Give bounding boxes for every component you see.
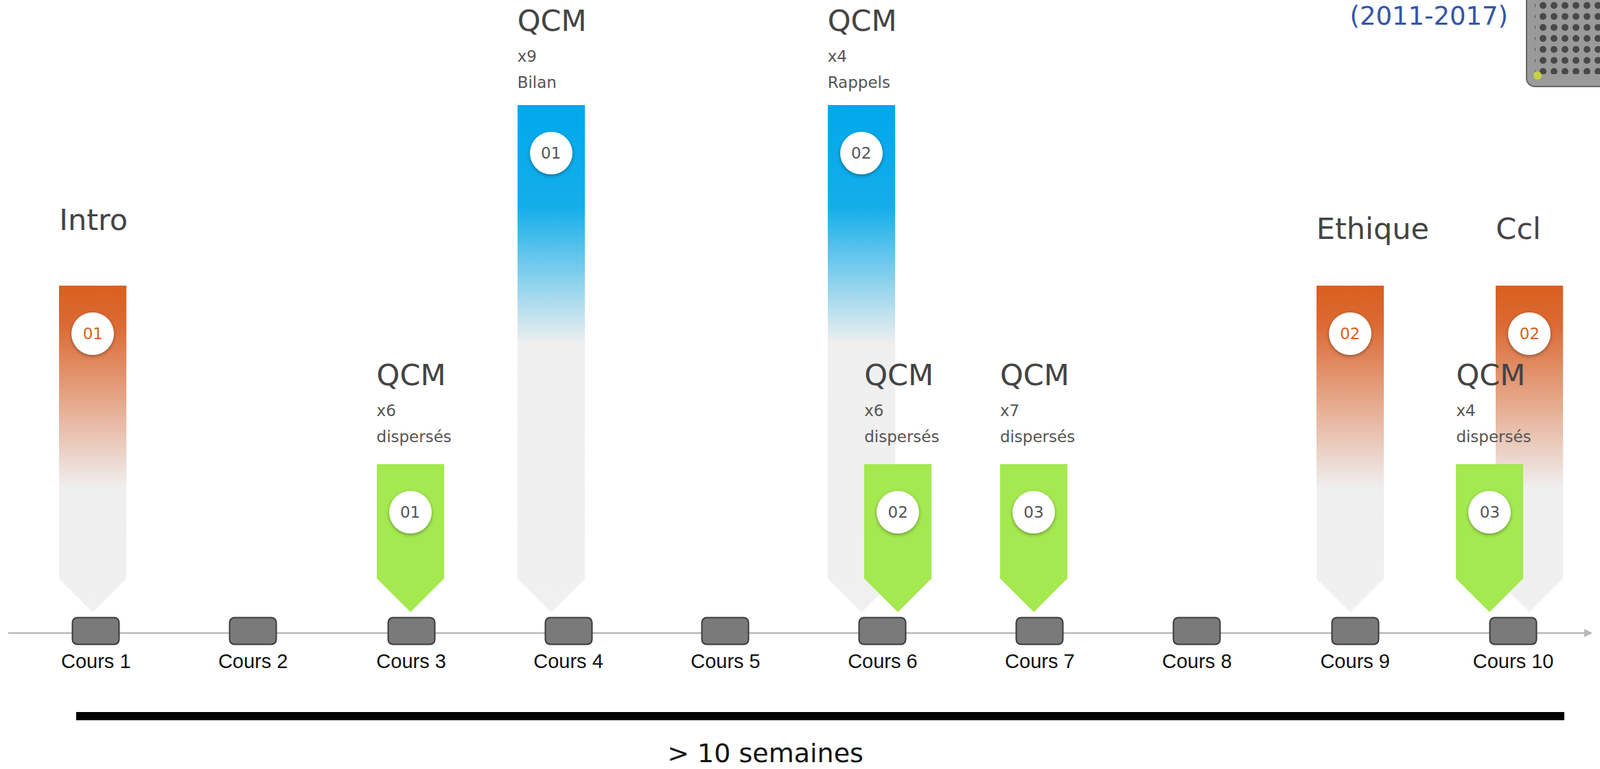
course-marker <box>700 616 750 646</box>
session-banner: Ethique02 <box>1316 207 1384 613</box>
course-box: Cours 1 <box>71 616 121 646</box>
banner-note: x4 <box>827 45 848 67</box>
callout-number: 03 <box>1023 503 1044 521</box>
course-box: Cours 7 <box>1015 616 1064 646</box>
banner-body <box>1000 464 1068 613</box>
banner-body <box>517 105 585 613</box>
course-label: Cours 5 <box>690 647 761 675</box>
banner-note: dispersés <box>1455 426 1531 447</box>
course-label: Cours 9 <box>1319 647 1390 675</box>
banner-note: dispersés <box>376 426 452 447</box>
number-circle: 02 <box>840 131 883 175</box>
course-marker <box>1330 616 1380 646</box>
course-box: Cours 4 <box>544 616 594 646</box>
course-label: Cours 3 <box>376 647 447 675</box>
banner-body <box>1455 464 1524 613</box>
course-marker <box>387 616 436 646</box>
banner-shape <box>1455 464 1524 613</box>
banner-note: x4 <box>1455 400 1476 421</box>
callout-number: 03 <box>1479 503 1500 521</box>
banner-heading: QCM <box>1455 357 1526 392</box>
course-marker <box>858 616 907 646</box>
banner-note: dispersés <box>864 426 939 447</box>
date-range: (2011-2017) <box>1349 1 1509 32</box>
course-box: Cours 6 <box>858 616 907 646</box>
banner-heading: QCM <box>376 357 447 392</box>
callout-number: 02 <box>1519 324 1540 343</box>
duration-bar <box>76 711 1565 721</box>
session-banner: QCM x9Bilan 01 <box>517 0 585 613</box>
course-marker <box>1172 616 1222 646</box>
number-circle: 02 <box>1328 312 1372 355</box>
number-circle: 01 <box>389 490 432 534</box>
course-box: Cours 8 <box>1172 616 1222 646</box>
callout-number: 01 <box>400 503 421 521</box>
banner-shape <box>376 464 445 613</box>
callout-number: 01 <box>83 324 103 343</box>
duration-label: > 10 semaines <box>667 737 864 769</box>
clicker-photo <box>1526 0 1600 87</box>
session-banner: QCMx4dispersés03 <box>1455 354 1524 613</box>
number-circle: 01 <box>529 131 573 175</box>
course-label: Cours 7 <box>1004 647 1075 675</box>
callout-number: 02 <box>851 144 872 162</box>
number-circle: 03 <box>1012 490 1055 534</box>
course-label: Cours 10 <box>1473 647 1555 675</box>
banner-note: x6 <box>376 400 397 421</box>
course-label: Cours 4 <box>533 647 604 675</box>
banner-note: Bilan <box>517 72 557 93</box>
session-banner: Intro 01 <box>59 199 127 613</box>
course-marker <box>1488 616 1538 646</box>
callout-number: 02 <box>1339 324 1360 343</box>
course-box: Cours 5 <box>700 616 750 646</box>
callout-number: 02 <box>888 503 909 521</box>
banner-body <box>376 464 445 613</box>
banner-body <box>864 464 932 613</box>
course-marker <box>1015 616 1064 646</box>
course-label: Cours 2 <box>218 647 289 675</box>
banner-heading: Ccl <box>1495 211 1541 246</box>
banner-note: x9 <box>517 45 537 67</box>
course-box: Cours 2 <box>228 616 278 646</box>
course-label: Cours 8 <box>1162 647 1233 675</box>
callout-number: 01 <box>540 144 561 162</box>
banner-note: x6 <box>864 400 884 421</box>
session-banner: QCMx7dispersés03 <box>1000 354 1068 613</box>
course-marker <box>71 616 121 646</box>
session-banner: QCMx6dispersés02 <box>864 354 932 613</box>
course-box: Cours 3 <box>387 616 436 646</box>
banner-shape <box>517 105 585 613</box>
banner-heading: QCM <box>864 357 934 392</box>
banner-body <box>1316 285 1384 613</box>
banner-heading: Ethique <box>1316 211 1430 246</box>
course-box: Cours 9 <box>1330 616 1380 646</box>
banner-heading: QCM <box>1000 357 1070 392</box>
session-banner: QCMx6dispersés01 <box>376 354 445 613</box>
banner-heading: QCM <box>827 3 898 38</box>
number-circle: 01 <box>71 312 114 355</box>
banner-heading: QCM <box>517 3 587 38</box>
course-label: Cours 6 <box>847 647 918 675</box>
banner-heading: Intro <box>59 202 128 237</box>
course-marker <box>544 616 594 646</box>
banner-body <box>59 285 127 613</box>
banner-shape <box>1000 464 1068 613</box>
course-marker <box>228 616 278 646</box>
banner-note: dispersés <box>1000 426 1075 447</box>
course-label: Cours 1 <box>61 647 132 675</box>
banner-note: Rappels <box>827 72 891 93</box>
banner-shape <box>864 464 932 613</box>
course-box: Cours 10 <box>1488 616 1538 646</box>
banner-note: x7 <box>1000 400 1020 421</box>
